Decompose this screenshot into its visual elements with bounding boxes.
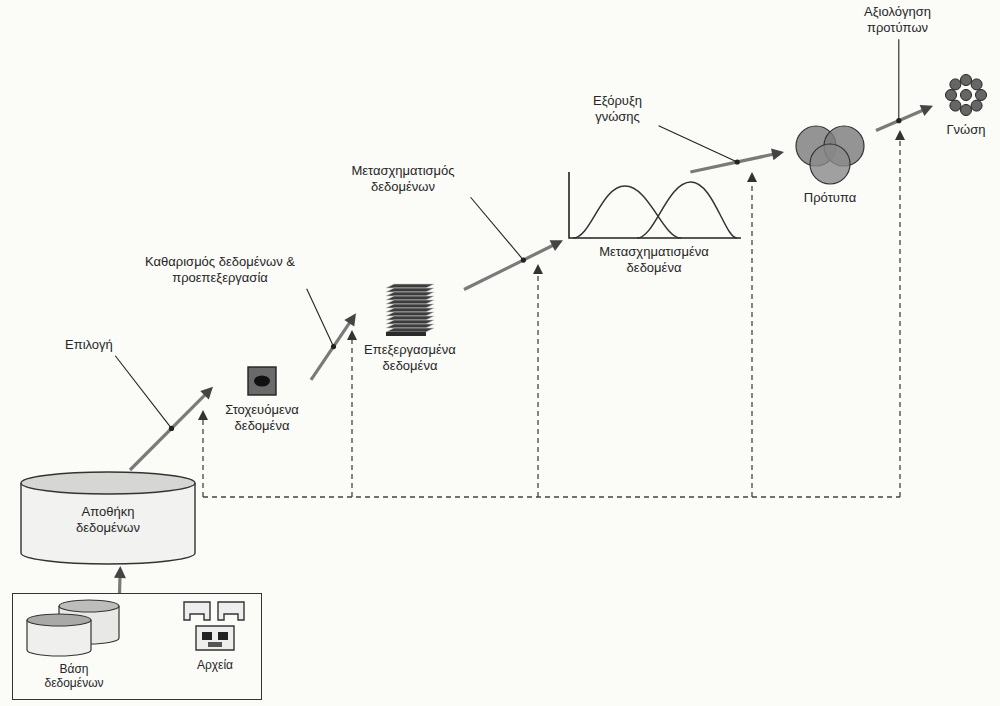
venn-icon — [788, 122, 872, 186]
process-arrow — [876, 105, 933, 130]
arrow-shaft — [876, 110, 923, 130]
knowledge-node: Γνώση — [933, 72, 999, 140]
feedback-line — [537, 272, 538, 497]
leader-dot — [169, 426, 174, 431]
feedback-arrowhead — [747, 172, 757, 182]
leader-line — [898, 39, 899, 120]
process-arrow — [130, 387, 213, 470]
preprocessed-data-node: Επεξεργασμένα δεδομένα — [356, 280, 464, 375]
db-icon — [19, 598, 129, 658]
node-label: Πρότυπα — [804, 190, 856, 206]
arrow-shaft — [118, 577, 122, 593]
node-label: Βάση δεδομένων — [34, 662, 114, 691]
arrow-shaft — [464, 245, 553, 289]
database-node: Βάση δεδομένων — [15, 598, 133, 693]
process-arrow — [311, 313, 356, 380]
data-warehouse-cylinder: Αποθήκη δεδομένων — [20, 470, 196, 566]
arrowhead — [550, 240, 563, 251]
leader-line — [471, 197, 524, 260]
feedback-arrowhead — [347, 330, 357, 340]
node-label: Γνώση — [946, 122, 985, 138]
chart-icon — [567, 172, 741, 240]
target-icon — [247, 366, 277, 398]
arrowhead — [114, 566, 126, 578]
arrow-shaft — [690, 154, 773, 172]
arrowhead — [200, 387, 213, 400]
feedback-line — [203, 496, 900, 497]
target-data-node: Στοχευόμενα δεδομένα — [213, 366, 311, 435]
transformed-data-node: Μετασχηματισμένα δεδομένα — [563, 172, 745, 277]
leader-dot — [896, 118, 901, 123]
step-label: Εξόρυξη γνώσης — [580, 93, 655, 124]
arrowhead — [920, 105, 933, 116]
leader-line — [659, 126, 738, 162]
leader-line — [115, 356, 171, 429]
feedback-arrowhead — [533, 264, 543, 274]
node-label: Επεξεργασμένα δεδομένα — [360, 342, 460, 373]
step-label: Μετασχηματισμός δεδομένων — [338, 163, 468, 194]
process-arrow — [114, 566, 126, 593]
know-icon — [937, 72, 995, 118]
files-node: Αρχεία — [176, 598, 254, 674]
arrow-shaft — [311, 322, 350, 379]
node-label: Αρχεία — [197, 658, 233, 672]
leader-dot — [735, 159, 740, 164]
leader-dot — [521, 257, 526, 262]
feedback-line — [351, 338, 352, 497]
step-label: Επιλογή — [65, 337, 113, 353]
feedback-arrowhead — [198, 410, 208, 420]
step-label: Αξιολόγηση προτύπων — [855, 4, 940, 35]
step-label: Καθαρισμός δεδομένων & προεπεξεργασία — [135, 254, 305, 285]
leader-line — [307, 289, 334, 347]
node-label: Μετασχηματισμένα δεδομένα — [579, 244, 729, 275]
patterns-node: Πρότυπα — [784, 122, 876, 208]
arrowhead — [771, 149, 784, 161]
process-arrow — [690, 149, 784, 172]
feedback-arrowhead — [895, 130, 905, 140]
arrow-shaft — [130, 395, 205, 470]
feedback-line — [899, 138, 900, 497]
feedback-line — [202, 418, 203, 497]
node-label: Αποθήκη δεδομένων — [58, 504, 158, 535]
stack-icon — [384, 280, 436, 338]
source-frame: Βάση δεδομένων Αρχεία — [12, 593, 262, 700]
arrowhead — [344, 313, 356, 326]
files-icon — [180, 598, 250, 654]
leader-dot — [331, 344, 336, 349]
feedback-line — [751, 180, 752, 497]
node-label: Στοχευόμενα δεδομένα — [217, 402, 307, 433]
